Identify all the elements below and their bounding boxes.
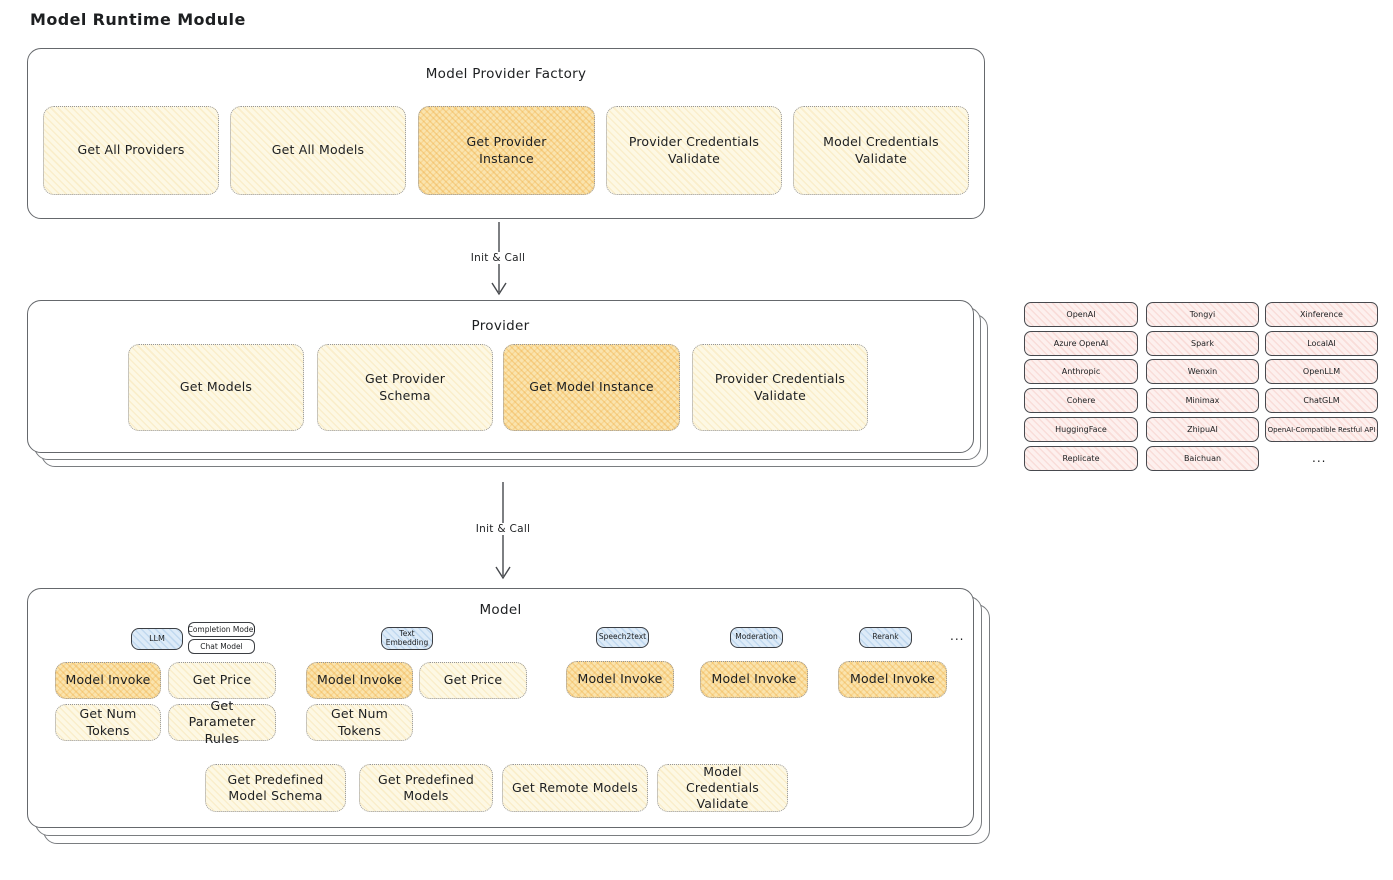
factory-button-get-all-models: Get All Models (230, 106, 406, 195)
init-call-label-2: Init & Call (471, 523, 535, 535)
provider-chip-xinference: Xinference (1265, 302, 1378, 327)
factory-button-provider-credentials-validate: Provider Credentials Validate (606, 106, 782, 195)
provider-chip-minimax: Minimax (1146, 388, 1259, 413)
factory-button-get-all-providers: Get All Providers (43, 106, 219, 195)
model-type-tag-llm: LLM (131, 628, 183, 650)
provider-chip-zhipuai: ZhipuAI (1146, 417, 1259, 442)
text-embedding-get-price-button: Get Price (419, 662, 527, 699)
get-predefined-model-schema-button: Get Predefined Model Schema (205, 764, 346, 812)
model-box-title: Model (479, 602, 522, 618)
provider-chip-chatglm: ChatGLM (1265, 388, 1378, 413)
factory-button-model-credentials-validate: Model Credentials Validate (793, 106, 969, 195)
model-type-tag-moderation: Moderation (730, 627, 783, 648)
provider-list-ellipsis: ... (1312, 451, 1327, 465)
model-type-tag-speech2text: Speech2text (596, 627, 649, 648)
provider-chip-tongyi: Tongyi (1146, 302, 1259, 327)
page-title: Model Runtime Module (30, 10, 246, 29)
moderation-model-invoke-button: Model Invoke (700, 661, 808, 698)
provider-chip-anthropic: Anthropic (1024, 359, 1138, 384)
provider-chip-replicate: Replicate (1024, 446, 1138, 471)
provider-button-provider-credentials-validate: Provider Credentials Validate (692, 344, 868, 431)
factory-box-title: Model Provider Factory (425, 66, 587, 82)
provider-chip-wenxin: Wenxin (1146, 359, 1259, 384)
model-type-subtag-chat-model: Chat Model (188, 639, 255, 654)
model-type-ellipsis: ... (950, 629, 965, 643)
rerank-model-invoke-button: Model Invoke (838, 661, 947, 698)
provider-button-get-model-instance: Get Model Instance (503, 344, 680, 431)
text-embedding-model-invoke-button: Model Invoke (306, 662, 413, 699)
model-type-subtag-completion-model: Completion Model (188, 622, 255, 637)
init-call-label-1: Init & Call (466, 252, 530, 264)
provider-chip-openai-compatible-restful-api: OpenAI-Compatible Restful API (1265, 417, 1378, 442)
llm-model-invoke-button: Model Invoke (55, 662, 161, 699)
provider-chip-spark: Spark (1146, 331, 1259, 356)
model-type-tag-rerank: Rerank (859, 627, 912, 648)
get-remote-models-button: Get Remote Models (502, 764, 648, 812)
llm-get-price-button: Get Price (168, 662, 276, 699)
model-credentials-validate-button: Model Credentials Validate (657, 764, 788, 812)
provider-chip-huggingface: HuggingFace (1024, 417, 1138, 442)
llm-get-parameter-rules-button: Get Parameter Rules (168, 698, 276, 746)
provider-button-get-provider-schema: Get Provider Schema (317, 344, 493, 431)
provider-box-title: Provider (471, 318, 530, 334)
speech2text-model-invoke-button: Model Invoke (566, 661, 674, 698)
provider-chip-baichuan: Baichuan (1146, 446, 1259, 471)
provider-chip-localai: LocalAI (1265, 331, 1378, 356)
provider-chip-openllm: OpenLLM (1265, 359, 1378, 384)
get-predefined-models-button: Get Predefined Models (359, 764, 493, 812)
model-type-tag-text-embedding: Text Embedding (381, 627, 433, 650)
provider-chip-openai: OpenAI (1024, 302, 1138, 327)
factory-button-get-provider-instance: Get Provider Instance (418, 106, 595, 195)
llm-get-num-tokens-button: Get Num Tokens (55, 704, 161, 741)
text-embedding-get-num-tokens-button: Get Num Tokens (306, 704, 413, 741)
provider-chip-azure-openai: Azure OpenAI (1024, 331, 1138, 356)
provider-button-get-models: Get Models (128, 344, 304, 431)
provider-chip-cohere: Cohere (1024, 388, 1138, 413)
